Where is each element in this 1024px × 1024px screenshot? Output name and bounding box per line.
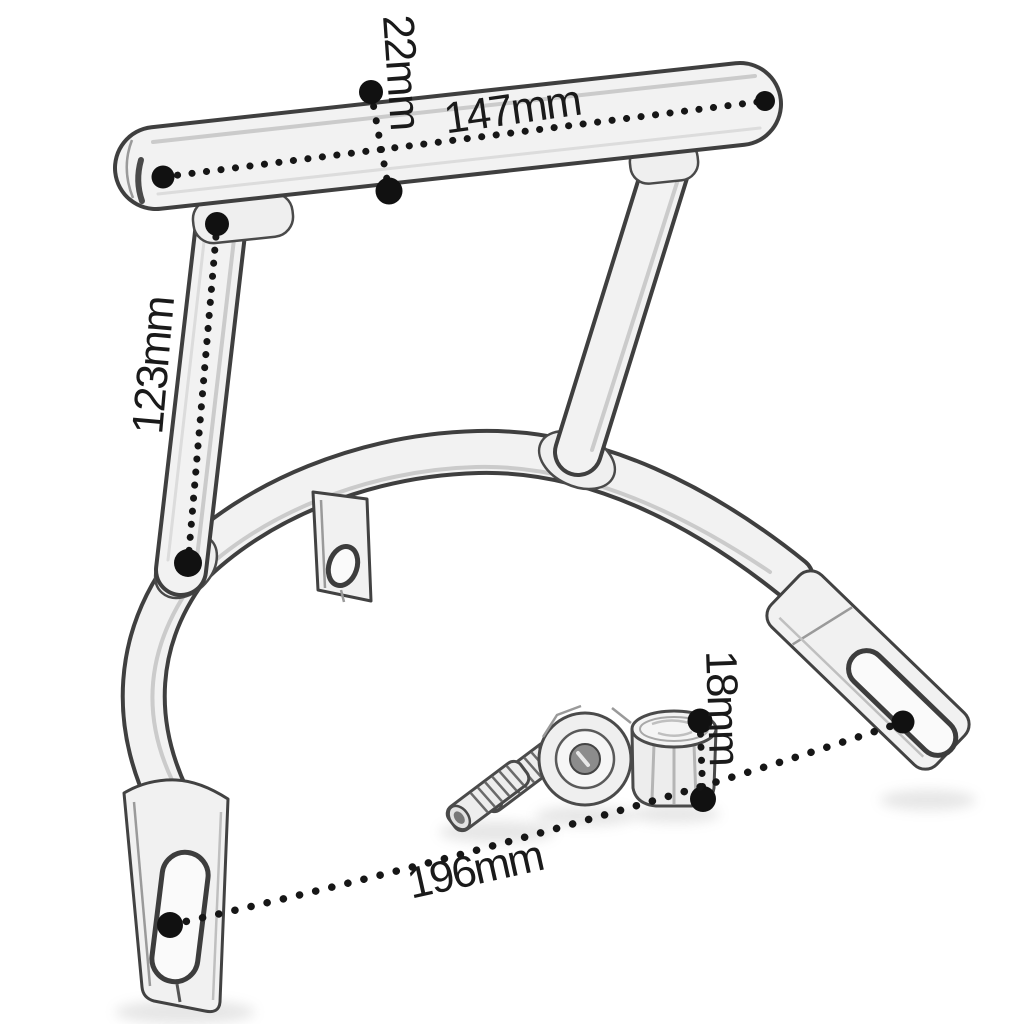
dimension-bar-diameter: 22mm — [359, 13, 430, 205]
dimension-cap-height: 18mm — [687, 650, 749, 812]
shadows — [115, 790, 976, 1024]
top-bar-seam-top — [151, 74, 757, 144]
left-foot-crease-left — [132, 801, 152, 987]
dim-22mm-dot-bottom — [375, 177, 403, 205]
center-tab — [311, 490, 373, 603]
center-tab-crease — [319, 499, 327, 589]
main-arc-fill — [124, 432, 811, 817]
dim-18mm-dot-bottom — [690, 786, 716, 812]
left-foot-crease-right — [211, 811, 223, 1001]
right-strut — [553, 137, 693, 477]
set-screw-front-threads — [469, 764, 525, 814]
dim-123mm-dot-top — [205, 212, 229, 236]
dim-123mm-dot-bottom — [174, 549, 202, 577]
dim-196mm-dot-right — [891, 710, 915, 734]
dim-147mm-dot-left — [151, 165, 175, 189]
dotted-line-147mm — [159, 97, 769, 181]
top-bar-end-rim — [125, 139, 135, 199]
left-foot — [122, 778, 230, 1014]
center-tab-hole — [325, 543, 361, 589]
dim-22mm-dot-top — [359, 80, 383, 104]
center-tab-notch — [339, 589, 346, 603]
right-foot-slot — [846, 648, 959, 758]
set-screw-front — [445, 759, 531, 833]
left-strut-seam-2 — [166, 222, 208, 562]
dimension-label-18mm: 18mm — [696, 650, 749, 766]
right-strut-seam — [590, 168, 683, 452]
dotted-line-123mm — [184, 220, 221, 567]
dim-18mm-dot-top — [687, 708, 713, 734]
dim-147mm-dot-right — [755, 91, 775, 111]
dimension-label-196mm: 196mm — [403, 831, 547, 908]
right-foot-shadow — [880, 790, 976, 810]
flange-nut-highlight — [576, 751, 590, 767]
dotted-line-22mm — [367, 88, 393, 195]
flange-nut — [537, 704, 633, 807]
dimension-strut-height: 123mm — [123, 212, 229, 577]
right-strut-fill — [557, 141, 689, 473]
left-foot-slot-notch — [175, 983, 182, 1003]
set-screw-front-socket — [453, 811, 465, 824]
left-strut-seam — [194, 220, 238, 568]
right-foot — [765, 569, 971, 771]
top-bar-end-opening — [135, 157, 145, 204]
dimension-label-22mm: 22mm — [373, 13, 430, 130]
nut-shadow — [535, 806, 635, 826]
right-foot-crease — [791, 606, 853, 646]
dimension-label-123mm: 123mm — [123, 296, 184, 436]
top-bar-seam-bottom — [156, 126, 762, 196]
dotted-line-196mm — [166, 718, 907, 929]
right-foot-edge-line — [778, 616, 925, 758]
flange-nut-hex-edges — [541, 704, 632, 738]
dim-196mm-dot-left — [157, 912, 183, 938]
